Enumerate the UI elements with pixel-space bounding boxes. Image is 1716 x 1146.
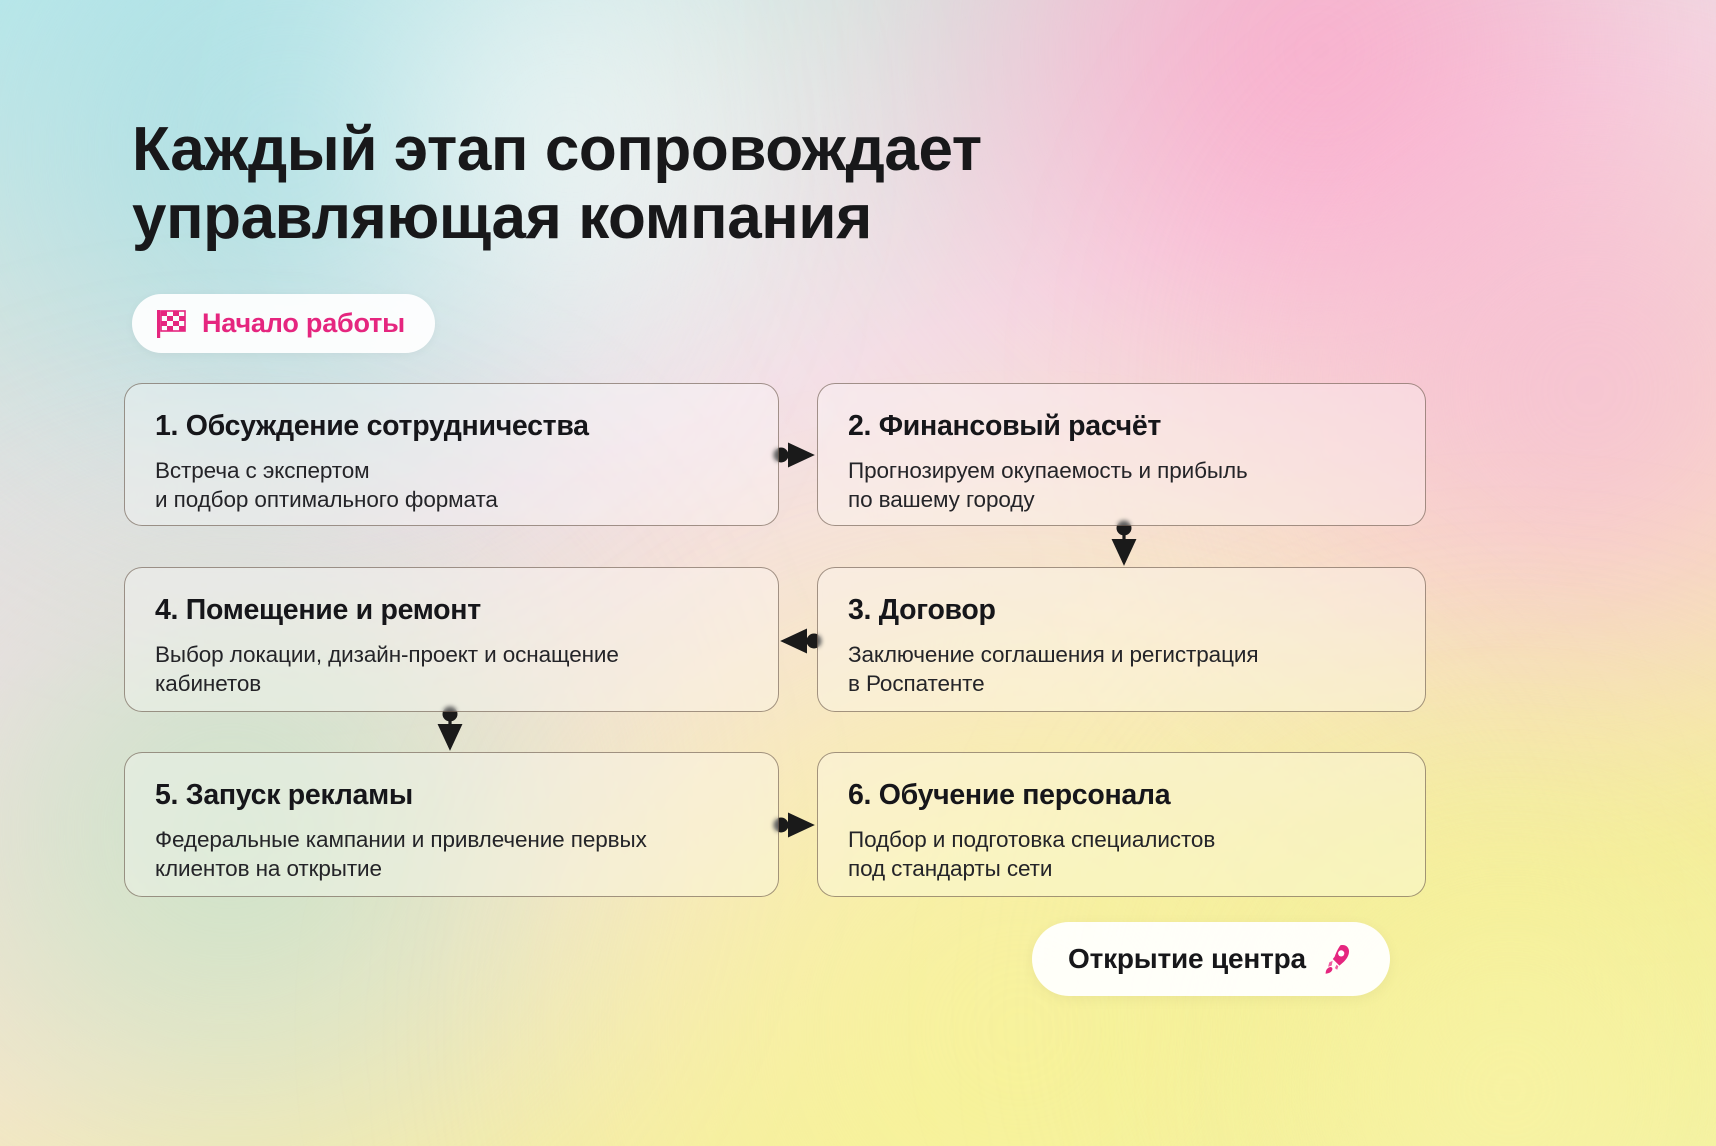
step-card-1[interactable]: 1. Обсуждение сотрудничества Встреча с э… <box>124 383 779 526</box>
step-card-3[interactable]: 3. Договор Заключение соглашения и регис… <box>817 567 1426 712</box>
page-title-line-2: управляющая компания <box>132 183 872 253</box>
step-card-1-body: Встреча с экспертом и подбор оптимального… <box>155 457 748 515</box>
connector-5-to-6 <box>773 812 815 838</box>
step-card-6-line-2: под стандарты сети <box>848 855 1053 881</box>
connector-3-to-4 <box>780 628 822 654</box>
step-card-3-heading: 3. Договор <box>848 594 996 626</box>
step-card-4-line-1: Выбор локации, дизайн-проект и оснащение <box>155 641 619 667</box>
page-title-line-1: Каждый этап сопровождает <box>132 114 982 184</box>
step-card-5-line-2: клиентов на открытие <box>155 855 382 881</box>
step-card-5[interactable]: 5. Запуск рекламы Федеральные кампании и… <box>124 752 779 897</box>
step-card-4[interactable]: 4. Помещение и ремонт Выбор локации, диз… <box>124 567 779 712</box>
step-card-6-line-1: Подбор и подготовка специалистов <box>848 826 1216 852</box>
open-center-cta-label: Открытие центра <box>1068 943 1306 974</box>
step-card-2-line-1: Прогнозируем окупаемость и прибыль <box>848 457 1248 483</box>
step-card-1-line-1: Встреча с экспертом <box>155 457 370 483</box>
checkered-flag-icon <box>156 309 190 339</box>
connector-1-to-2 <box>773 442 815 468</box>
step-card-6-heading: 6. Обучение персонала <box>848 779 1171 811</box>
step-card-2[interactable]: 2. Финансовый расчёт Прогнозируем окупае… <box>817 383 1426 526</box>
step-card-4-line-2: кабинетов <box>155 670 262 696</box>
connector-2-to-3 <box>1111 520 1137 566</box>
step-card-5-heading: 5. Запуск рекламы <box>155 779 413 811</box>
step-card-5-body: Федеральные кампании и привлечение первы… <box>155 826 748 884</box>
step-card-6[interactable]: 6. Обучение персонала Подбор и подготовк… <box>817 752 1426 897</box>
rocket-icon <box>1320 942 1354 976</box>
connector-4-to-5 <box>437 706 463 751</box>
step-card-4-body: Выбор локации, дизайн-проект и оснащение… <box>155 641 748 699</box>
step-card-2-line-2: по вашему городу <box>848 486 1035 512</box>
step-card-3-body: Заключение соглашения и регистрация в Рос… <box>848 641 1395 699</box>
step-card-2-heading: 2. Финансовый расчёт <box>848 410 1162 442</box>
step-card-2-body: Прогнозируем окупаемость и прибыль по ваш… <box>848 457 1395 515</box>
start-badge-label: Начало работы <box>202 308 406 338</box>
step-card-3-line-1: Заключение соглашения и регистрация <box>848 641 1259 667</box>
step-card-6-body: Подбор и подготовка специалистов под стан… <box>848 826 1395 884</box>
page-title: Каждый этап сопровождает управляющая ком… <box>132 114 1372 254</box>
open-center-cta[interactable]: Открытие центра <box>1032 922 1390 996</box>
step-card-1-heading: 1. Обсуждение сотрудничества <box>155 410 589 442</box>
start-badge: Начало работы <box>132 294 436 353</box>
step-card-1-line-2: и подбор оптимального формата <box>155 486 498 512</box>
step-card-5-line-1: Федеральные кампании и привлечение первы… <box>155 826 647 852</box>
step-card-3-line-2: в Роспатенте <box>848 670 985 696</box>
step-card-4-heading: 4. Помещение и ремонт <box>155 594 481 626</box>
